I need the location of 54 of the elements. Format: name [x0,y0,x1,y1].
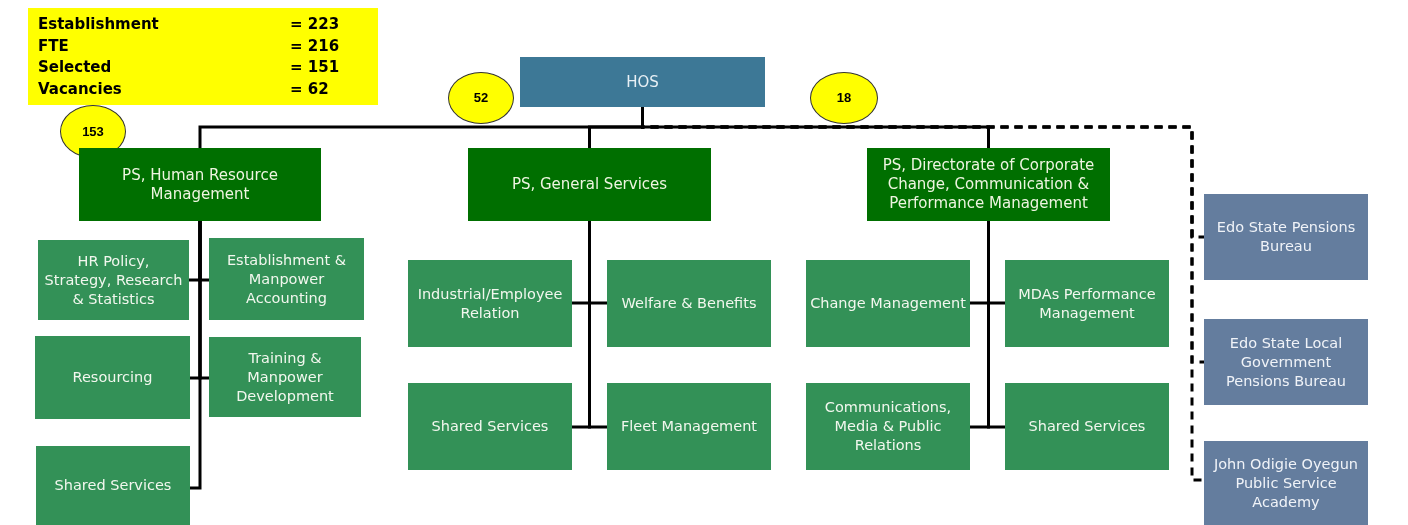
count-circle: 18 [810,72,878,124]
box-label: Shared Services [1028,417,1146,436]
unit-box [38,240,189,320]
unit-box [408,383,572,470]
box-label: Establishment & Manpower Accounting [225,250,348,308]
box-label: Resourcing [72,368,153,387]
box-label: John Odigie Oyegun Public Service Academy [1212,454,1359,512]
stats-value: = 151 [290,57,340,78]
box-label: Shared Services [431,417,549,436]
box-label: Edo State Local Government Pensions Bureau [1225,333,1347,391]
stats-label: Selected [38,57,113,78]
unit-box [209,238,364,320]
box-label: HR Policy, Strategy, Research & Statistics [43,251,184,309]
box-label: Training & Manpower Development [235,348,335,406]
box-label: Industrial/Employee Relation [416,284,564,323]
connector-line [987,221,1005,429]
department-box [468,148,711,221]
box-label: Fleet Management [621,417,757,436]
department-box [867,148,1110,221]
count-circle: 52 [448,72,514,124]
unit-box [1005,383,1169,470]
box-label: Shared Services [54,476,172,495]
unit-box [806,383,970,470]
box-label: PS, Human Resource Management [121,165,279,204]
stats-panel [28,8,378,105]
stats-label: FTE [38,35,70,57]
box-label: Change Management [810,294,966,313]
box-label: MDAs Performance Management [1017,284,1157,323]
stats-label: Vacancies [38,78,123,100]
box-label: PS, General Services [511,175,668,194]
department-box [79,148,321,221]
box-label: Communications, Media & Public Relations [823,398,953,455]
box-label: Welfare & Benefits [621,294,757,313]
connector-line [588,221,607,429]
stats-value: = 62 [290,78,329,100]
org-box [520,57,765,107]
connector-line [190,221,202,490]
stats-value: = 223 [290,14,340,35]
agency-box [1204,441,1368,525]
unit-box [1005,260,1169,347]
unit-box [806,260,970,347]
box-label: PS, Directorate of Corporate Change, Communication & Performance Management [881,156,1096,213]
unit-box [607,260,771,347]
unit-box [408,260,572,347]
box-label: HOS [626,71,659,93]
stats-value: = 216 [290,35,340,57]
unit-box [35,336,190,419]
stats-label: Establishment [38,14,160,35]
box-label: Edo State Pensions Bureau [1215,218,1357,256]
unit-box [209,337,361,417]
agency-box [1204,194,1368,280]
agency-box [1204,319,1368,405]
unit-box [607,383,771,470]
unit-box [36,446,190,525]
